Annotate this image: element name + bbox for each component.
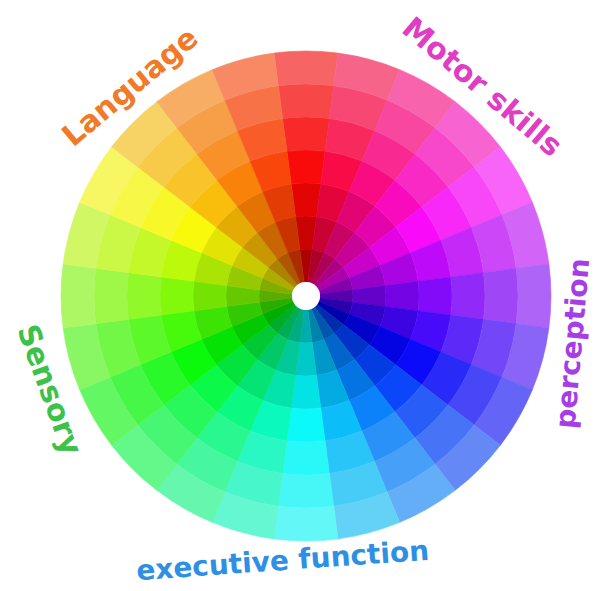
wheel-segment [287, 150, 325, 184]
wheel-segment [157, 70, 225, 128]
wheel-segment [61, 264, 96, 328]
wheel-segment [288, 249, 304, 283]
wheel-segment [212, 53, 278, 100]
wheel-segment [474, 147, 532, 215]
wheel-segment [385, 281, 419, 310]
wheel-segment [483, 268, 518, 323]
wheel-segment [283, 441, 330, 475]
wheel-segment [63, 324, 110, 390]
wheel-segment [387, 464, 455, 522]
wheel-segment [278, 473, 333, 508]
wheel-segment [274, 506, 338, 541]
wheel-segment [275, 217, 299, 253]
category-label: perception [551, 257, 597, 430]
category-label: executive function [135, 536, 430, 587]
wheel-segment [274, 51, 338, 86]
wheel-segment [287, 408, 325, 442]
wheel-segment [418, 277, 452, 315]
wheel-segment [516, 264, 551, 328]
wheel-segment [94, 268, 129, 323]
wheel-segment [127, 273, 161, 320]
wheel-segment [278, 84, 333, 119]
wheel-segment [334, 492, 400, 539]
wheel-segment [80, 377, 138, 445]
wheel-segment [283, 117, 330, 151]
wheel-segment [193, 281, 227, 310]
wheel-segment [451, 273, 485, 320]
center-dot [292, 282, 320, 310]
wheel-segment [160, 277, 194, 315]
wheel-segment [502, 202, 549, 268]
wheel-segment [291, 183, 320, 217]
wheel-segment [291, 375, 320, 409]
